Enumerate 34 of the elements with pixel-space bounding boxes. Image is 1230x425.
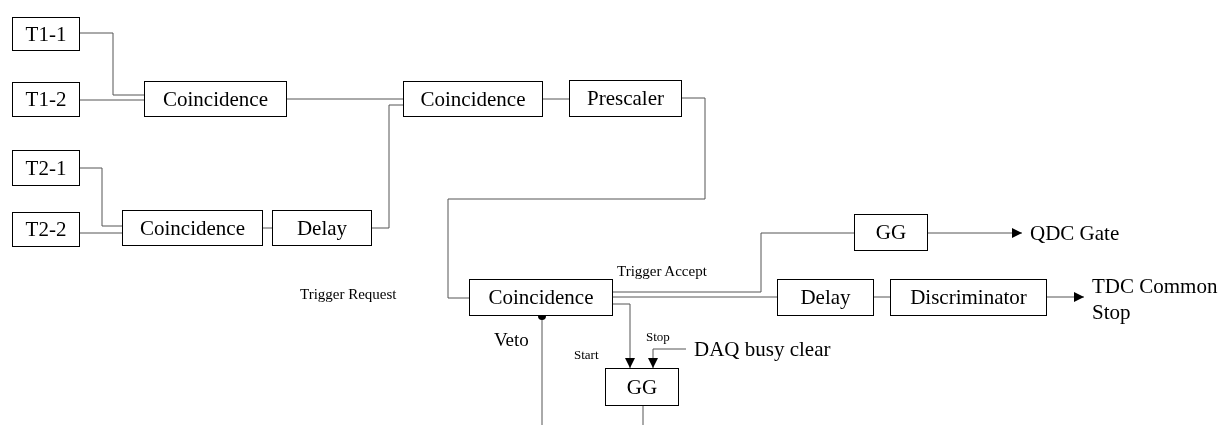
signal-label: TDC Common Stop	[1092, 276, 1228, 322]
connector-line	[873, 296, 891, 298]
connector-line	[542, 98, 570, 100]
connector-line	[371, 104, 404, 229]
connector-line	[286, 98, 404, 100]
connector-line	[612, 303, 635, 369]
process-box: Coincidence	[469, 279, 613, 316]
process-box: T1-1	[12, 17, 80, 51]
process-box: Delay	[777, 279, 874, 316]
connector-line	[927, 228, 1023, 238]
connector-line	[79, 232, 123, 234]
connector-line	[612, 296, 778, 298]
signal-label: QDC Gate	[1030, 221, 1140, 245]
connector-line	[447, 97, 706, 299]
process-box: Discriminator	[890, 279, 1047, 316]
process-box: T1-2	[12, 82, 80, 117]
process-box: GG	[854, 214, 928, 251]
process-box: Prescaler	[569, 80, 682, 117]
signal-label: DAQ busy clear	[694, 337, 834, 361]
process-box: Coincidence	[144, 81, 287, 117]
connector-line	[79, 99, 145, 101]
process-box: GG	[605, 368, 679, 406]
process-box: Coincidence	[403, 81, 543, 117]
connector-line	[642, 405, 644, 425]
connector-line	[1046, 292, 1085, 302]
connector-line	[79, 167, 123, 227]
process-box: T2-1	[12, 150, 80, 186]
connector-line	[262, 227, 273, 229]
connector-line	[648, 348, 687, 369]
connector-line	[612, 232, 855, 293]
process-box: Delay	[272, 210, 372, 246]
process-box: T2-2	[12, 212, 80, 247]
process-box: Coincidence	[122, 210, 263, 246]
connector-line	[79, 32, 145, 96]
